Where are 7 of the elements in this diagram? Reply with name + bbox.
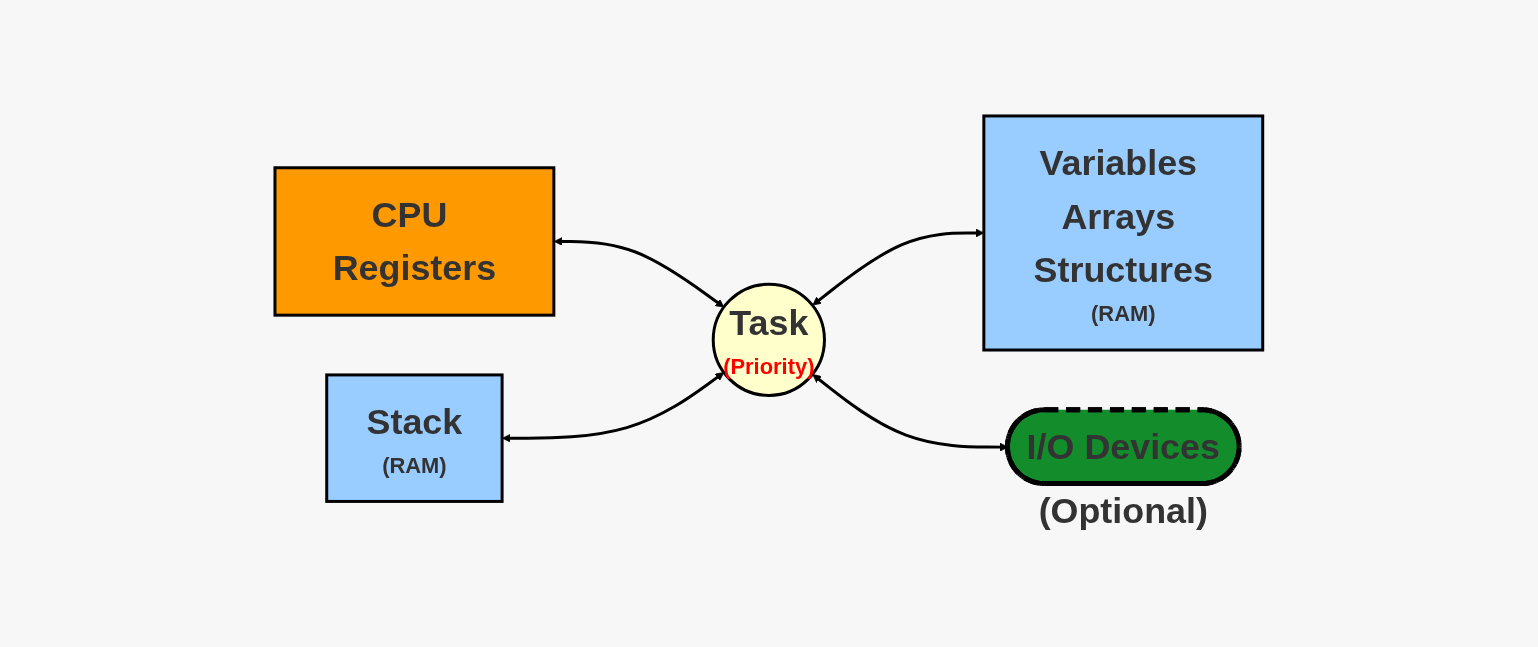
arrow bbox=[502, 372, 725, 443]
node-box: Variables Arrays Structures (RAM) bbox=[982, 114, 1265, 352]
node-caption: (Optional) bbox=[1038, 491, 1209, 532]
node-box: Stack (RAM) bbox=[325, 373, 504, 503]
node-box: CPU Registers bbox=[273, 166, 556, 317]
node-circle: Task (Priority) bbox=[711, 282, 827, 397]
arrow bbox=[554, 236, 725, 308]
